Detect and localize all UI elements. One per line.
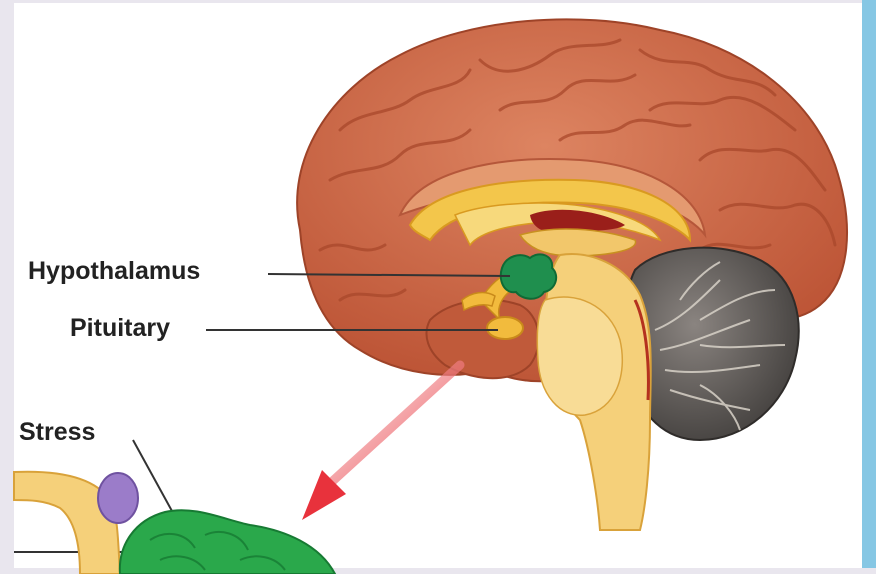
zoom-arrow	[325, 365, 460, 488]
inset-green-gland	[120, 510, 335, 574]
cerebellum	[625, 248, 798, 440]
pituitary-label: Pituitary	[70, 316, 170, 341]
pituitary-gland	[487, 317, 523, 339]
hypothalamus-label: Hypothalamus	[28, 259, 200, 284]
stress-leader-line	[133, 440, 178, 522]
stress-label: Stress	[19, 420, 95, 445]
inset-purple-gland	[98, 473, 138, 523]
